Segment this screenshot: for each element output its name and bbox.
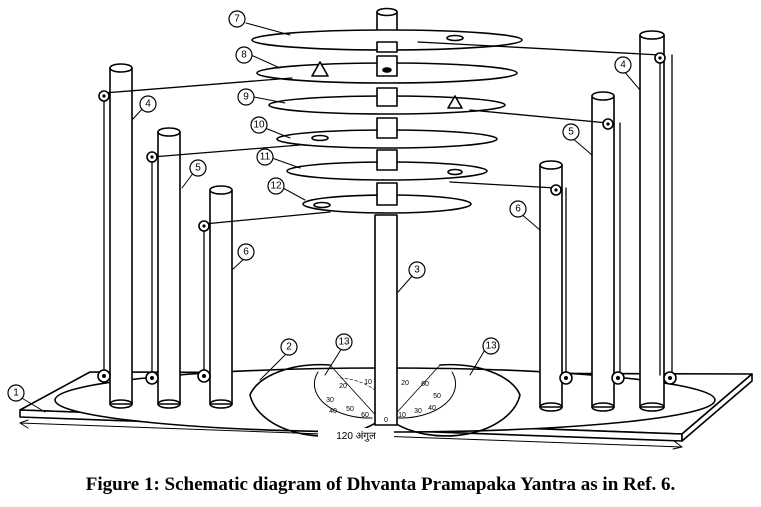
dial-right-mark: 50 [433, 393, 441, 400]
pillar-left-6 [209, 185, 233, 409]
dimension-label: 120 अंगुल [336, 430, 376, 442]
callout-11: 11 [260, 152, 271, 163]
callout-7: 7 [234, 14, 240, 25]
strings [103, 41, 673, 376]
callout-3: 3 [414, 265, 420, 276]
callout-5-right: 5 [568, 127, 574, 138]
disk-12 [302, 182, 472, 214]
callout-4-right: 4 [620, 60, 626, 71]
pulley-wheels [97, 52, 677, 385]
callout-13-right: 13 [485, 341, 497, 352]
dial-right [389, 363, 521, 437]
dial-left-mark: 20 [339, 383, 347, 390]
callout-circles [7, 10, 632, 402]
pillar-right-6 [539, 160, 563, 412]
dial-right-mark: 40 [428, 405, 436, 412]
dial-left-mark: 10 [364, 379, 372, 386]
disk-8 [256, 55, 518, 84]
figure-caption: Figure 1: Schematic diagram of Dhvanta P… [85, 474, 676, 495]
apparatus-diagram: 1 2 3 4 4 5 5 6 6 7 8 9 10 11 12 13 13 2… [7, 7, 753, 450]
dial-right-mark: 30 [414, 408, 422, 415]
callout-10: 10 [253, 120, 265, 131]
dial-right-mark: 10 [398, 412, 406, 419]
disk-9 [268, 87, 506, 115]
dial-right-mark: 20 [401, 380, 409, 387]
callout-8: 8 [241, 50, 247, 61]
callout-9: 9 [243, 92, 249, 103]
callout-2: 2 [286, 342, 292, 353]
pillar-right-5 [591, 91, 615, 412]
dial-left-mark: 50 [346, 406, 354, 413]
dial-left-mark: 40 [329, 408, 337, 415]
callout-6-left: 6 [243, 247, 249, 258]
callout-5-left: 5 [195, 163, 201, 174]
callout-13-left: 13 [338, 337, 350, 348]
callout-12: 12 [270, 181, 282, 192]
callout-4-left: 4 [145, 99, 151, 110]
pillar-left-5 [157, 127, 181, 409]
pillar-left-4 [109, 63, 133, 409]
central-shaft [374, 7, 398, 426]
disk-10 [276, 117, 498, 149]
callout-1: 1 [13, 388, 19, 399]
dial-right-mark: 60 [421, 381, 429, 388]
dial-left-mark: 30 [326, 397, 334, 404]
dial-zero: 0 [384, 417, 388, 424]
disk-11 [286, 149, 488, 181]
dial-left-mark: 60 [361, 412, 369, 419]
callout-leaders [19, 22, 641, 413]
disk-7 [251, 29, 523, 53]
callout-6-right: 6 [515, 204, 521, 215]
